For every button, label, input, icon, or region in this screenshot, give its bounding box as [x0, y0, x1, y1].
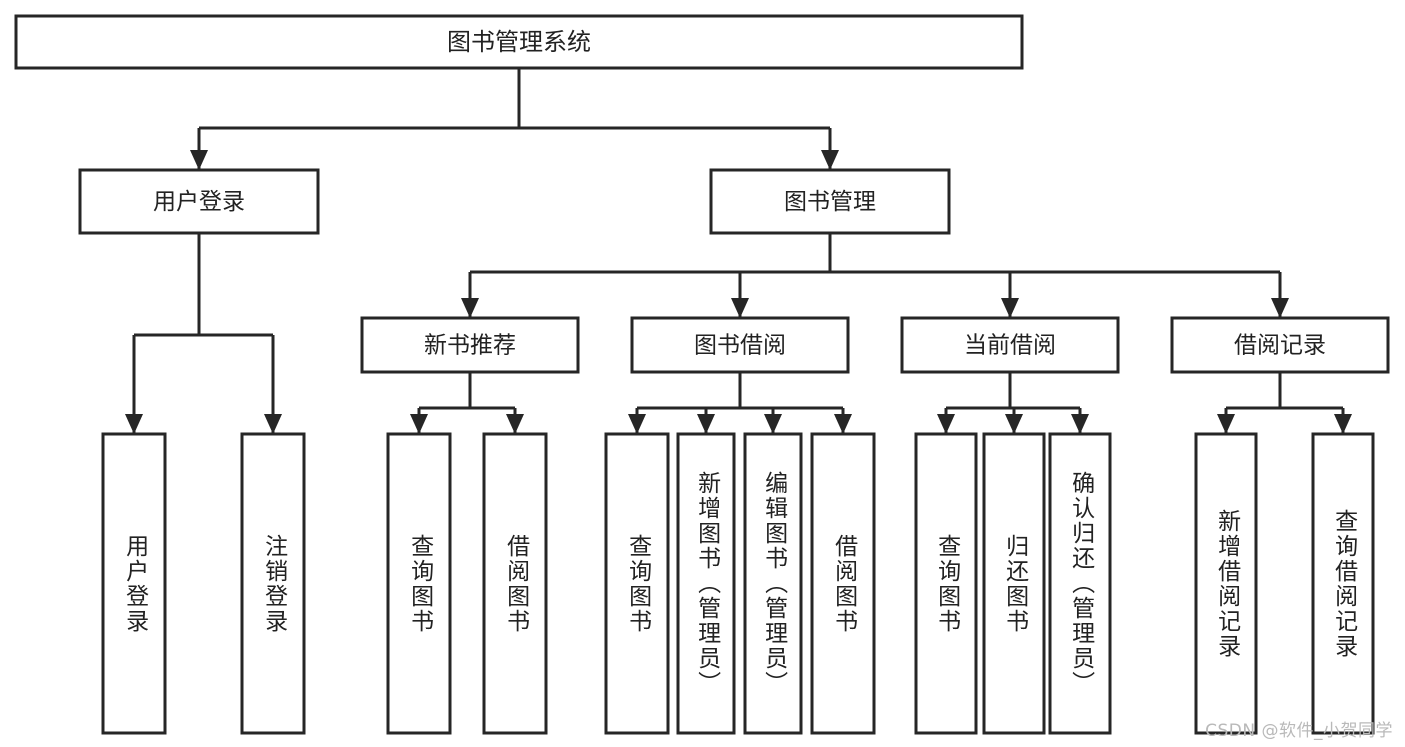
level2-label-1: 图书管理: [784, 189, 876, 215]
node-新书推荐[interactable]: [360, 316, 580, 374]
arrow-head-icon: [1334, 414, 1352, 434]
arrow-head-icon: [834, 414, 852, 434]
node-用户登录-leaf-0[interactable]: [101, 432, 167, 735]
arrow-head-icon: [125, 414, 143, 434]
arrow-head-icon: [1005, 414, 1023, 434]
csdn-watermark: CSDN @软件_小贺同学: [1205, 721, 1393, 741]
node-编辑图书管理员-leaf-6[interactable]: [743, 432, 803, 735]
arrow-head-icon: [1271, 298, 1289, 318]
node-图书管理[interactable]: [709, 168, 951, 235]
arrow-head-icon: [1001, 298, 1019, 318]
connector-layer: [125, 68, 1352, 434]
arrow-head-icon: [937, 414, 955, 434]
arrow-head-icon: [731, 298, 749, 318]
node-图书管理系统[interactable]: [14, 14, 1024, 70]
node-新增图书管理员-leaf-5[interactable]: [676, 432, 736, 735]
arrow-head-icon: [461, 298, 479, 318]
level3-label-2: 当前借阅: [964, 333, 1056, 359]
node-归还图书-leaf-9[interactable]: [982, 432, 1046, 735]
level3-label-0: 新书推荐: [424, 333, 516, 359]
arrow-head-icon: [821, 150, 839, 170]
arrow-head-icon: [1071, 414, 1089, 434]
node-box-layer: [14, 14, 1390, 735]
node-当前借阅[interactable]: [900, 316, 1120, 374]
node-查询图书-leaf-8[interactable]: [914, 432, 978, 735]
node-查询借阅记录-leaf-12[interactable]: [1311, 432, 1375, 735]
arrow-head-icon: [764, 414, 782, 434]
node-借阅记录[interactable]: [1170, 316, 1390, 374]
node-借阅图书-leaf-7[interactable]: [810, 432, 876, 735]
arrow-head-icon: [697, 414, 715, 434]
level3-label-1: 图书借阅: [694, 333, 786, 359]
node-注销登录-leaf-1[interactable]: [240, 432, 306, 735]
arrow-head-icon: [264, 414, 282, 434]
node-确认归还管理员-leaf-10[interactable]: [1048, 432, 1112, 735]
root-label: 图书管理系统: [447, 28, 591, 56]
arrow-head-icon: [190, 150, 208, 170]
node-借阅图书-leaf-3[interactable]: [482, 432, 548, 735]
node-新增借阅记录-leaf-11[interactable]: [1194, 432, 1258, 735]
node-查询图书-leaf-2[interactable]: [386, 432, 452, 735]
node-查询图书-leaf-4[interactable]: [604, 432, 670, 735]
arrow-head-icon: [506, 414, 524, 434]
node-用户登录[interactable]: [78, 168, 320, 235]
level2-label-0: 用户登录: [153, 189, 245, 215]
arrow-head-icon: [1217, 414, 1235, 434]
arrow-head-icon: [410, 414, 428, 434]
level3-label-3: 借阅记录: [1234, 333, 1326, 359]
arrow-head-icon: [628, 414, 646, 434]
node-图书借阅[interactable]: [630, 316, 850, 374]
